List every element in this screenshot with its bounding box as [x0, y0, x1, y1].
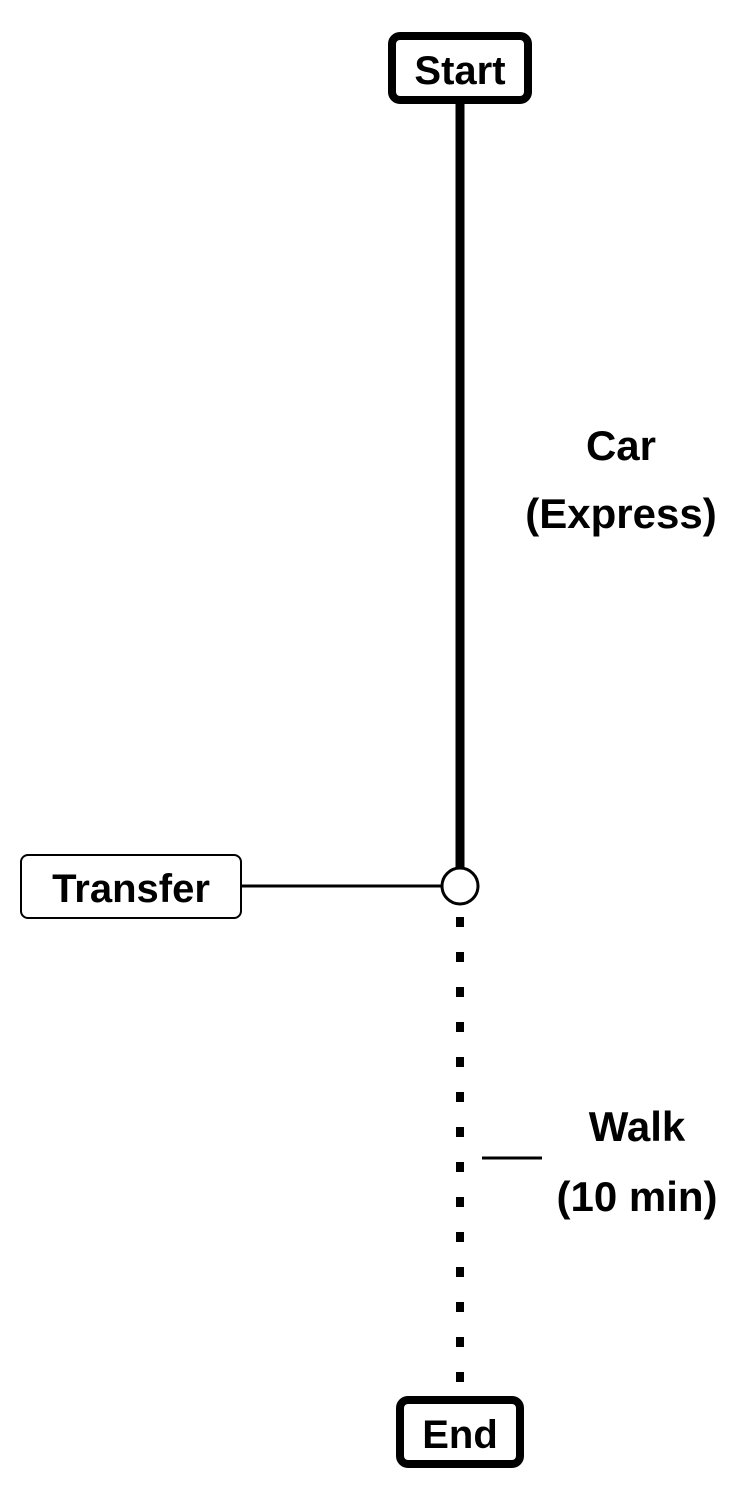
car-segment-label: Car (Express) [525, 422, 716, 537]
start-node-box [388, 32, 532, 104]
transfer-node-label: Transfer [52, 867, 210, 911]
transfer-point-circle [440, 866, 480, 906]
walk-segment-label: Walk (10 min) [556, 1103, 717, 1220]
walk-label-line2: (10 min) [556, 1173, 717, 1220]
start-node-label: Start [414, 49, 505, 93]
end-node-label: End [422, 1413, 498, 1457]
transfer-node: Transfer [20, 854, 242, 919]
transfer-node-box [20, 854, 242, 919]
start-node: Start [388, 32, 532, 104]
car-label-line1: Car [586, 422, 656, 469]
car-label-line2: (Express) [525, 490, 716, 537]
walk-label-line1: Walk [589, 1103, 686, 1150]
end-node: End [396, 1396, 524, 1468]
end-node-box [396, 1396, 524, 1468]
